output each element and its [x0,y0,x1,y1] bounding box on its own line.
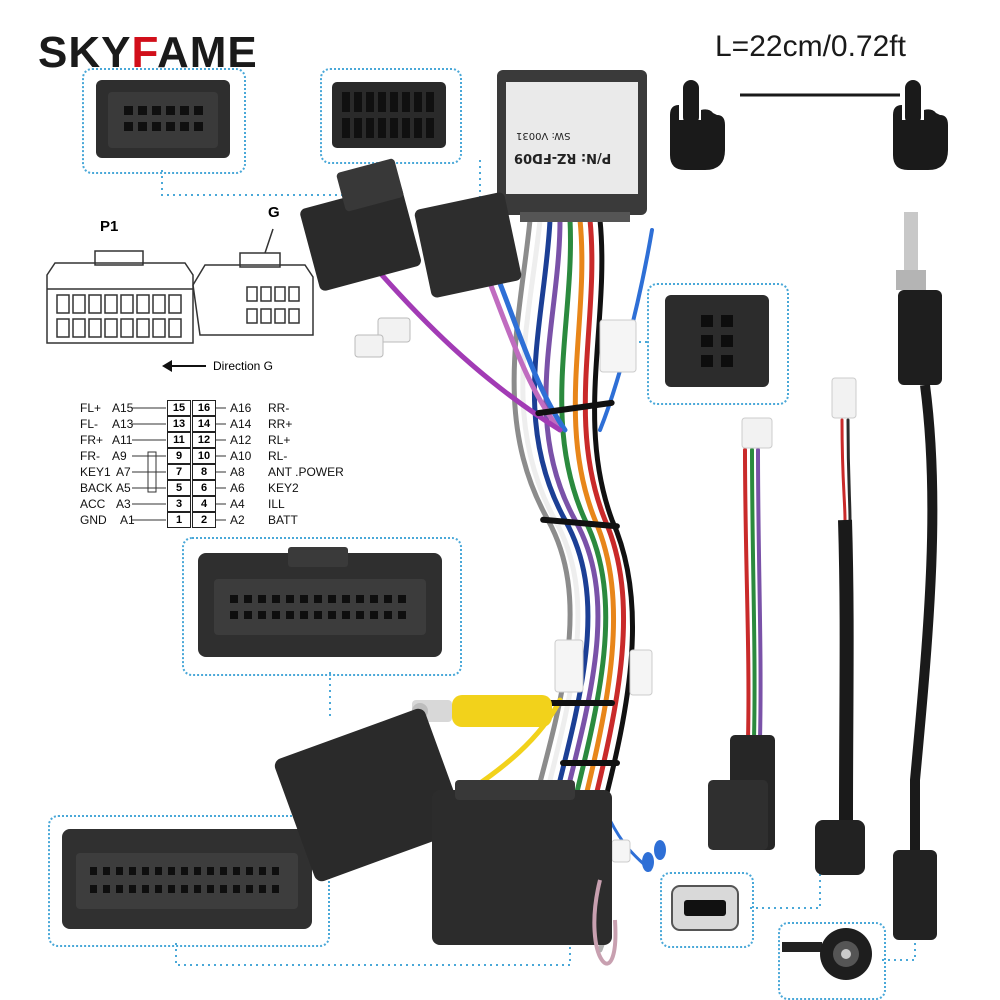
pin-id: A3 [116,497,131,511]
pin-number: 14 [192,416,216,432]
pin-label: BACK [80,481,113,495]
frame-connector-16pin [82,68,246,174]
head-unit-connector-2 [414,192,522,298]
pin-label: BATT [268,513,298,527]
left-hand-icon [670,80,725,170]
label-g: G [268,204,280,221]
pin-label: FL- [80,417,98,431]
head-unit-connector-1 [300,158,421,291]
pin-label: RR+ [268,417,293,431]
fakra-connector-icon [782,928,872,980]
pin-label: FR+ [80,433,104,447]
pin-number: 12 [192,432,216,448]
cable-ties [535,399,620,766]
pin-number: 5 [167,480,191,496]
connector-square-front [665,295,769,387]
pin-label: FR- [80,449,100,463]
p1-schematic [46,250,194,344]
pin-number: 8 [192,464,216,480]
frame-connector-square [647,283,789,405]
pin-number: 13 [167,416,191,432]
pin-label: RR- [268,401,290,415]
frame-fakra [778,922,886,1000]
pin-number: 1 [167,512,191,528]
frame-connector-female [320,68,462,164]
pin-label: GND [80,513,107,527]
car-connector-upper [274,708,466,882]
car-connector-lower [432,780,612,945]
right-hand-icon [893,80,948,170]
pin-label: KEY2 [268,481,299,495]
connector-large-lower-front [62,829,312,929]
pin-id: A7 [116,465,131,479]
pin-number: 9 [167,448,191,464]
pin-id: A13 [112,417,134,431]
connector-female-front [332,82,446,148]
length-label: L=22cm/0.72ft [715,30,906,63]
pinout-diagram: FL+ A15 15 16 A16 RR- FL- A13 13 14 A14 … [80,398,350,530]
g-schematic [192,228,314,336]
connector-large-upper-front [198,547,442,657]
pin-label: ANT .POWER [268,465,344,479]
rca-video-connector [412,695,552,727]
auxiliary-harness [708,417,775,850]
pin-id: A5 [116,481,131,495]
pin-id: A6 [230,481,245,495]
pin-number: 15 [167,400,191,416]
pin-id: A1 [120,513,135,527]
label-p1: P1 [100,218,119,235]
loop-wire [592,879,618,966]
module-label-pn: P/N: RZ-FD09 [514,150,612,165]
pinout-lines [132,407,226,521]
connector-16pin-front [96,80,230,158]
blue-terminals [642,840,666,872]
pin-number: 16 [192,400,216,416]
can-bus-module [497,70,647,222]
pin-number: 3 [167,496,191,512]
module-label-sw: SW: V0031 [516,130,571,141]
pin-number: 2 [192,512,216,528]
pin-id: A9 [112,449,127,463]
frame-mini-usb [660,872,754,948]
pin-id: A15 [112,401,134,415]
mini-usb-icon [671,885,739,931]
pin-label: RL- [268,449,288,463]
pin-id: A11 [112,433,133,447]
pin-label: ACC [80,497,106,511]
pin-number: 6 [192,480,216,496]
pin-id: A8 [230,465,245,479]
pin-id: A14 [230,417,252,431]
pin-id: A4 [230,497,245,511]
small-white-connectors [354,317,653,863]
length-indicator [670,80,948,170]
direction-label: Direction G [213,359,274,373]
pin-label: FL+ [80,401,102,415]
pin-id: A10 [230,449,252,463]
usb-cable [815,377,865,875]
pin-number: 10 [192,448,216,464]
pin-label: KEY1 [80,465,111,479]
connector-schematics [46,228,314,344]
frame-connector-large-lower [48,815,330,947]
pin-id: A12 [230,433,252,447]
pin-label: ILL [268,497,285,511]
direction-arrow-icon [162,360,206,372]
pin-id: A2 [230,513,245,527]
frame-connector-large-upper [182,537,462,676]
pin-number: 7 [167,464,191,480]
antenna-cable [893,212,942,940]
pin-number: 4 [192,496,216,512]
pin-id: A16 [230,401,252,415]
pin-number: 11 [167,432,191,448]
pin-label: RL+ [268,433,291,447]
